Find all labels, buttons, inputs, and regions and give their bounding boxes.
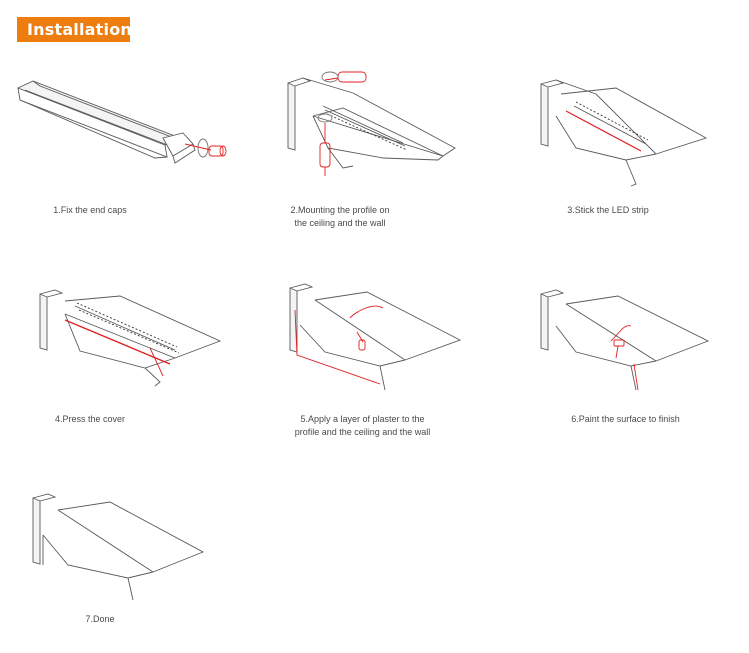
- step-7-illustration: [28, 490, 208, 602]
- step-3-illustration: [536, 76, 716, 191]
- step-7-caption: 7.Done: [85, 614, 115, 624]
- section-title: Installation: [17, 17, 132, 42]
- step-1-caption: 1.Fix the end caps: [53, 205, 127, 215]
- step-6-illustration: [536, 286, 716, 394]
- step-5-illustration: [285, 280, 465, 395]
- step-2-caption: 2.Mounting the profile on the ceiling an…: [290, 205, 390, 228]
- step-6-caption: 6.Paint the surface to finish: [571, 414, 680, 424]
- step-1-illustration: [15, 78, 227, 178]
- step-5-caption: 5.Apply a layer of plaster to the profil…: [294, 414, 431, 437]
- step-4-illustration: [35, 286, 225, 391]
- step-2-illustration: [283, 68, 463, 188]
- step-4-caption: 4.Press the cover: [54, 414, 126, 424]
- step-3-caption: 3.Stick the LED strip: [567, 205, 649, 215]
